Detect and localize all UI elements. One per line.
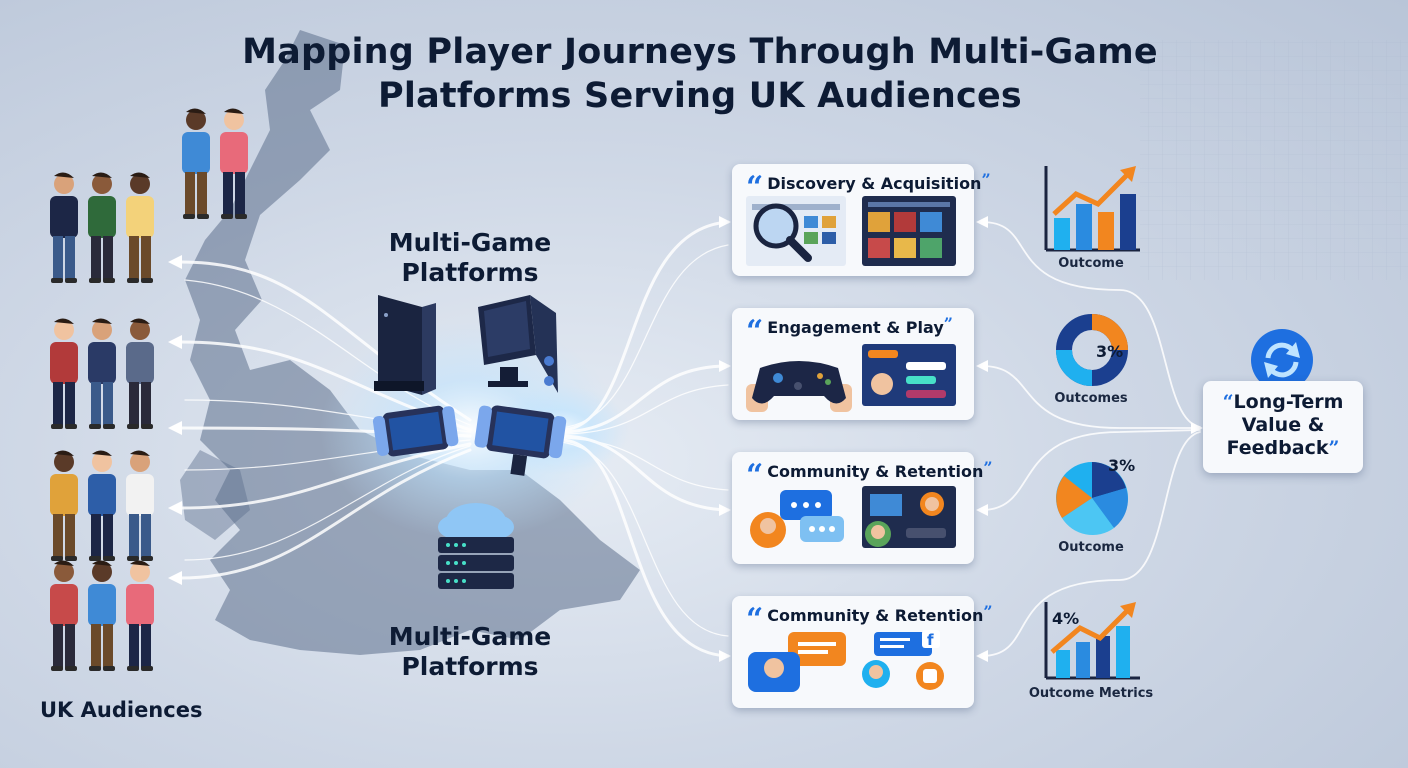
- audience-person: [88, 450, 116, 561]
- outcome-pct-3: 3%: [1108, 456, 1136, 475]
- refresh-icon: [1251, 329, 1313, 391]
- outcome-label-4: Outcome Metrics: [1028, 686, 1154, 701]
- stage-title: “Community & Retention”: [746, 458, 993, 493]
- audience-person: [126, 560, 154, 671]
- outcome-pct-4: 4%: [1052, 609, 1080, 628]
- community-illustration: [750, 486, 956, 548]
- svg-text:f: f: [927, 631, 934, 649]
- engagement-illustration: [746, 344, 956, 412]
- gamepad-icon: [746, 361, 852, 412]
- console-tower-icon: [374, 295, 436, 395]
- magnifier-icon: [753, 203, 812, 262]
- outcome-bar-chart-1: [1044, 166, 1140, 252]
- audience-person: [88, 318, 116, 429]
- audience-person: [88, 560, 116, 671]
- audience-person: [220, 108, 248, 219]
- page-title: Mapping Player Journeys Through Multi-Ga…: [242, 32, 1158, 116]
- audience-person: [50, 172, 78, 283]
- handheld-console-icon: [474, 405, 567, 476]
- cloud-server-icon: [438, 503, 514, 589]
- outcome-pct-2: 3%: [1096, 342, 1124, 361]
- audience-person: [50, 560, 78, 671]
- audience-person: [182, 108, 210, 219]
- audience-person: [50, 450, 78, 561]
- pc-monitor-icon: [478, 295, 558, 393]
- stage-title: “Community & Retention”: [746, 602, 993, 637]
- stage-card-engagement: “Engagement & Play”: [732, 308, 974, 420]
- platforms-label-top: Multi-Game Platforms: [388, 228, 552, 287]
- stage-card-community: “Community & Retention”: [732, 452, 993, 564]
- gaming-devices: [372, 295, 567, 589]
- audience-person: [126, 172, 154, 283]
- community-social-illustration: f: [748, 630, 944, 692]
- uk-audience-group: [50, 108, 248, 671]
- audience-label: UK Audiences: [40, 698, 203, 722]
- long-term-value-card: “Long-Term Value & Feedback”: [1203, 381, 1363, 473]
- chat-bubbles-icon: [780, 490, 844, 542]
- platforms-label-bottom: Multi-Game Platforms: [388, 622, 552, 681]
- discovery-illustration: [746, 196, 956, 266]
- outcome-label-3: Outcome: [1058, 540, 1124, 555]
- audience-person: [126, 318, 154, 429]
- stage-title: “Engagement & Play”: [746, 314, 953, 349]
- stage-card-community-2: “Community & Retention” f: [732, 596, 993, 708]
- audience-person: [126, 450, 154, 561]
- facebook-icon: f: [922, 630, 940, 649]
- handheld-console-icon: [372, 405, 459, 457]
- outcome-donut-chart: [1056, 314, 1128, 386]
- stage-card-discovery: “Discovery & Acquisition”: [732, 164, 991, 276]
- audience-person: [88, 172, 116, 283]
- outcome-bar-chart-2: [1044, 602, 1140, 680]
- audience-person: [50, 318, 78, 429]
- outcome-label-2: Outcomes: [1054, 391, 1128, 406]
- outcome-pie-chart: [1056, 462, 1128, 536]
- outcome-label-1: Outcome: [1058, 256, 1124, 271]
